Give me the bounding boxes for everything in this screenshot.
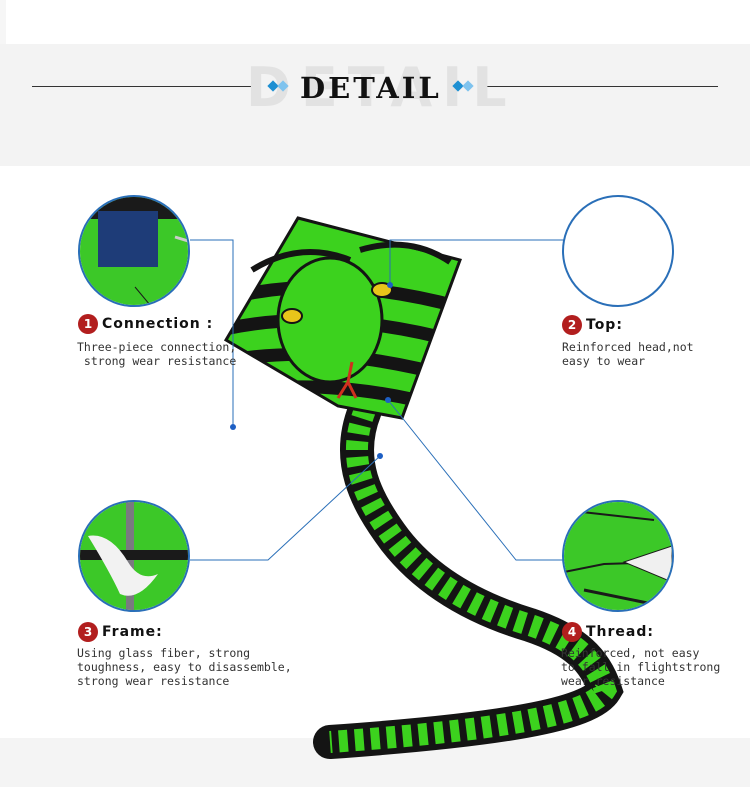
feature-number-3: 3 — [78, 622, 98, 642]
thread-detail-image — [562, 500, 674, 612]
feature-label-frame: Frame: — [102, 624, 163, 640]
feature-label-top: Top: — [586, 317, 623, 333]
page-title: DETAIL — [300, 71, 442, 105]
feature-label-connection: Connection : — [102, 316, 214, 332]
feature-number-2: 2 — [562, 315, 582, 335]
feature-desc-connection: Three-piece connection, strong wear resi… — [77, 340, 237, 368]
kite-tail-stripes — [329, 405, 618, 753]
header-band — [0, 44, 750, 166]
header-rule-left — [32, 86, 260, 87]
top-strip — [6, 0, 750, 44]
feature-number-4: 4 — [562, 622, 582, 642]
feature-label-thread: Thread: — [586, 624, 654, 640]
kite-tail-outline — [313, 393, 624, 759]
header-rule-right — [478, 86, 718, 87]
feature-number-1: 1 — [78, 314, 98, 334]
top-detail-image — [562, 195, 674, 307]
frame-detail-image — [78, 500, 190, 612]
connection-detail-image — [78, 195, 190, 307]
